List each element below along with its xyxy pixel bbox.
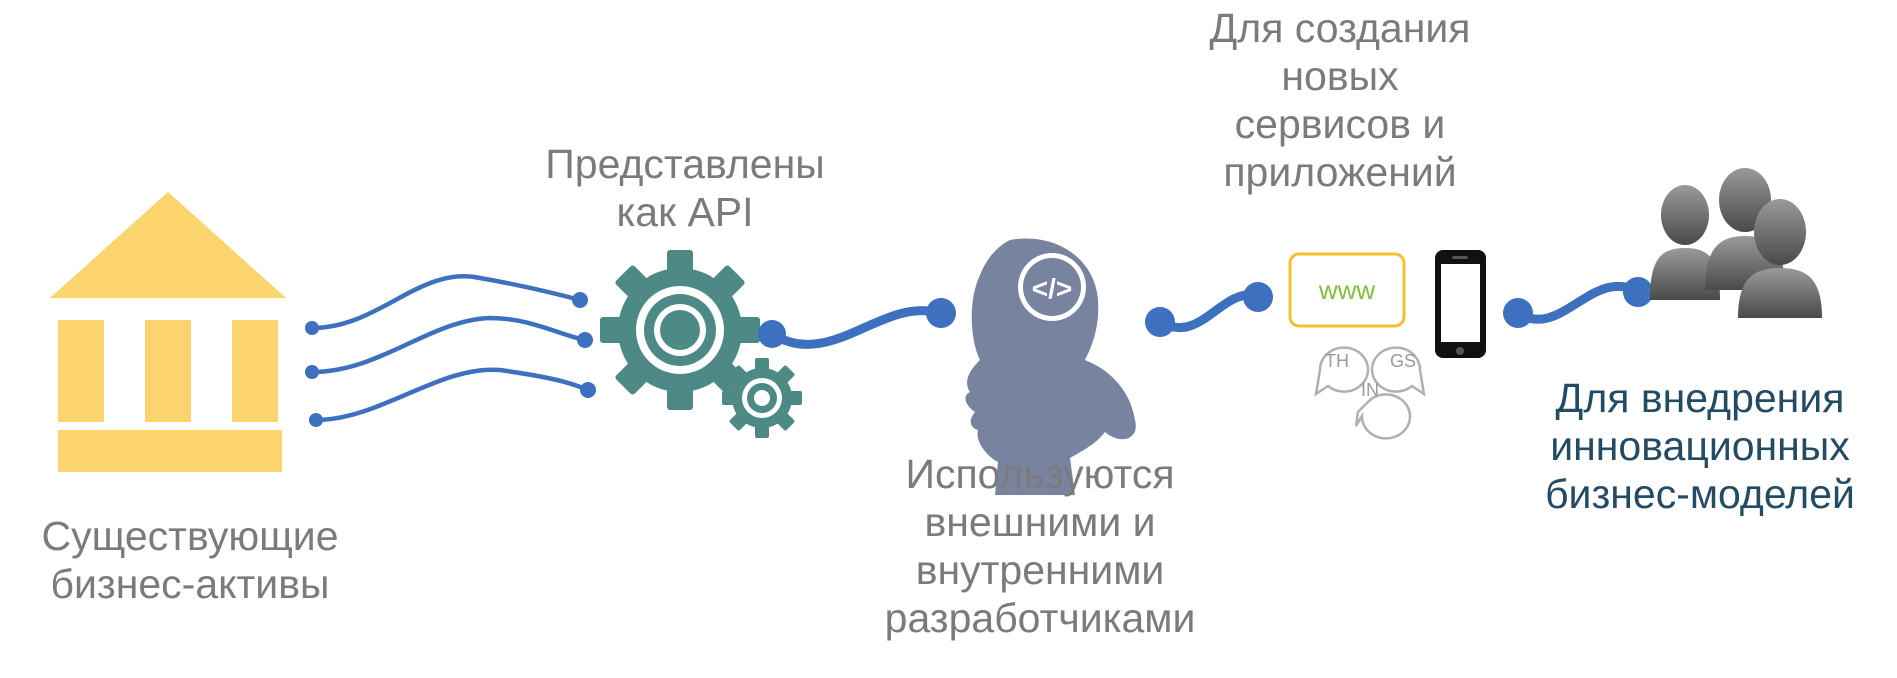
developer-head-icon: </> xyxy=(965,238,1136,495)
label-innovation: Для внедрения инновационных бизнес-модел… xyxy=(1510,374,1890,518)
label-line: приложений xyxy=(1223,149,1457,195)
big-gear xyxy=(600,250,760,410)
www-box: www xyxy=(1288,252,1406,328)
label-line: внешними и xyxy=(924,499,1156,545)
label-line: разработчиками xyxy=(884,595,1196,641)
asset-connector-dots xyxy=(305,292,596,427)
user-front xyxy=(1738,199,1822,318)
developer-connector xyxy=(1145,282,1273,337)
code-symbol: </> xyxy=(1032,273,1072,304)
label-line: внутренними xyxy=(915,547,1165,593)
services-connector xyxy=(1503,277,1653,328)
speech-bubbles xyxy=(1314,346,1426,440)
asset-connectors xyxy=(311,274,589,423)
bubble-th: TH xyxy=(1325,351,1349,371)
label-developers: Используются внешними и внутренними разр… xyxy=(855,450,1225,642)
bubble-in: IN xyxy=(1361,380,1379,400)
label-line: Для внедрения xyxy=(1555,375,1845,421)
label-line: новых xyxy=(1281,53,1399,99)
label-line: бизнес-активы xyxy=(50,561,330,607)
label-line: Существующие xyxy=(41,513,339,559)
www-label: www xyxy=(1318,275,1376,305)
label-line: как API xyxy=(616,189,754,235)
smartphone-icon xyxy=(1435,250,1486,358)
small-gear xyxy=(722,358,802,438)
users-group-icon xyxy=(1650,168,1822,318)
label-line: Используются xyxy=(905,451,1175,497)
bubble-gs: GS xyxy=(1390,351,1416,371)
label-line: Представлены xyxy=(545,141,825,187)
label-line: бизнес-моделей xyxy=(1545,471,1855,517)
gears-icon xyxy=(600,250,802,438)
label-line: инновационных xyxy=(1550,423,1850,469)
label-existing-assets: Существующие бизнес-активы xyxy=(10,512,370,608)
bank-icon xyxy=(50,192,286,472)
label-line: сервисов и xyxy=(1234,101,1446,147)
label-services: Для создания новых сервисов и приложений xyxy=(1170,4,1510,196)
api-connector xyxy=(758,298,956,349)
user-back-left xyxy=(1650,185,1720,300)
label-api: Представлены как API xyxy=(520,140,850,236)
label-line: Для создания xyxy=(1209,5,1471,51)
